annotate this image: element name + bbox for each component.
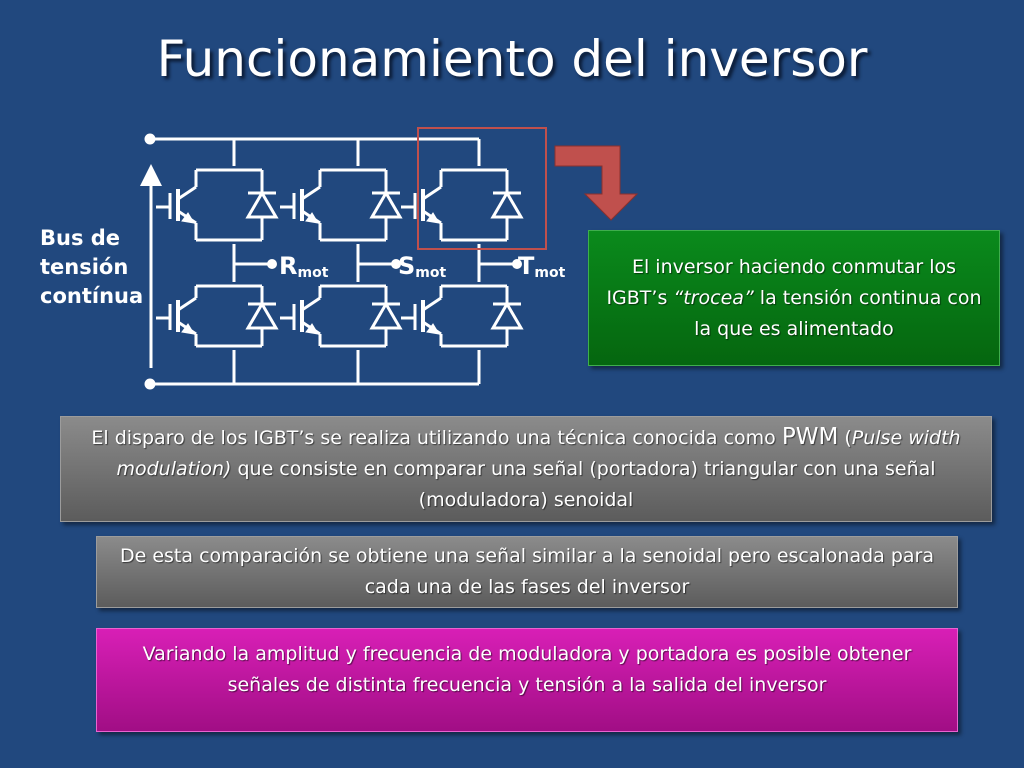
igbt-cell-r-upper	[156, 168, 279, 242]
bus-label-line: contínua	[40, 284, 144, 308]
output-terminal-t	[512, 259, 522, 269]
output-terminal-r	[267, 259, 277, 269]
variation-text: Variando la amplitud y frecuencia de mod…	[142, 643, 912, 696]
highlight-rectangle	[417, 127, 547, 250]
inverter-leg-t	[401, 139, 524, 384]
phase-label-r: Rmot	[279, 252, 329, 281]
igbt-cell-s-upper	[280, 168, 403, 242]
bus-voltage-arrow-head	[140, 164, 162, 186]
pwm-explanation-text: El disparo de los IGBT’s se realiza util…	[91, 424, 961, 511]
inverter-note-box: El inversor haciendo conmutar los IGBT’s…	[588, 230, 1000, 366]
igbt-cell-s-lower	[280, 284, 403, 348]
bottom-bus-terminal	[144, 378, 156, 390]
phase-label-t: Tmot	[518, 252, 566, 281]
bus-label-line: tensión	[40, 255, 129, 279]
igbt-cell-t-upper	[401, 168, 524, 242]
igbt-cell-r-lower	[156, 284, 279, 348]
phase-label-s: Smot	[398, 252, 447, 281]
output-terminal-s	[391, 259, 401, 269]
slide-title: Funcionamiento del inversor	[156, 30, 868, 88]
comparison-box: De esta comparación se obtiene una señal…	[96, 536, 958, 608]
bent-arrow-icon	[554, 145, 639, 221]
igbt-cell-t-lower	[401, 284, 524, 348]
inverter-leg-s	[280, 139, 403, 384]
pwm-explanation-box: El disparo de los IGBT’s se realiza util…	[60, 416, 992, 522]
inverter-leg-r	[156, 139, 279, 384]
bus-label-line: Bus de	[40, 226, 121, 250]
variation-box: Variando la amplitud y frecuencia de mod…	[96, 628, 958, 732]
comparison-text: De esta comparación se obtiene una señal…	[119, 545, 935, 598]
inverter-note-text: El inversor haciendo conmutar los IGBT’s…	[606, 255, 982, 340]
bus-voltage-label: Bus de tensión contínua	[40, 224, 143, 311]
top-bus-terminal	[144, 133, 156, 145]
